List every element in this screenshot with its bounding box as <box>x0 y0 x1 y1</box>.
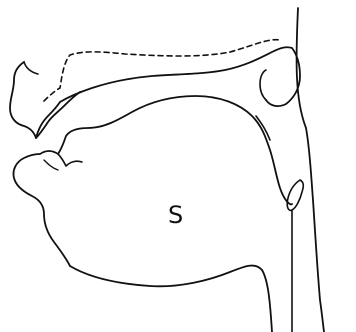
pharynx-front-line <box>256 116 270 140</box>
jaw-floor-line <box>70 266 272 332</box>
epiglottis-outline <box>287 180 303 210</box>
tongue-outline <box>58 96 292 204</box>
nostril-outline <box>24 62 38 74</box>
lower-teeth-outline <box>40 151 82 166</box>
uvula-outline <box>260 70 266 100</box>
sound-label: S <box>168 201 183 229</box>
pharynx-back-wall-line <box>297 8 324 332</box>
lower-lip-outline <box>13 154 70 266</box>
lower-incisor-outline <box>44 160 58 170</box>
